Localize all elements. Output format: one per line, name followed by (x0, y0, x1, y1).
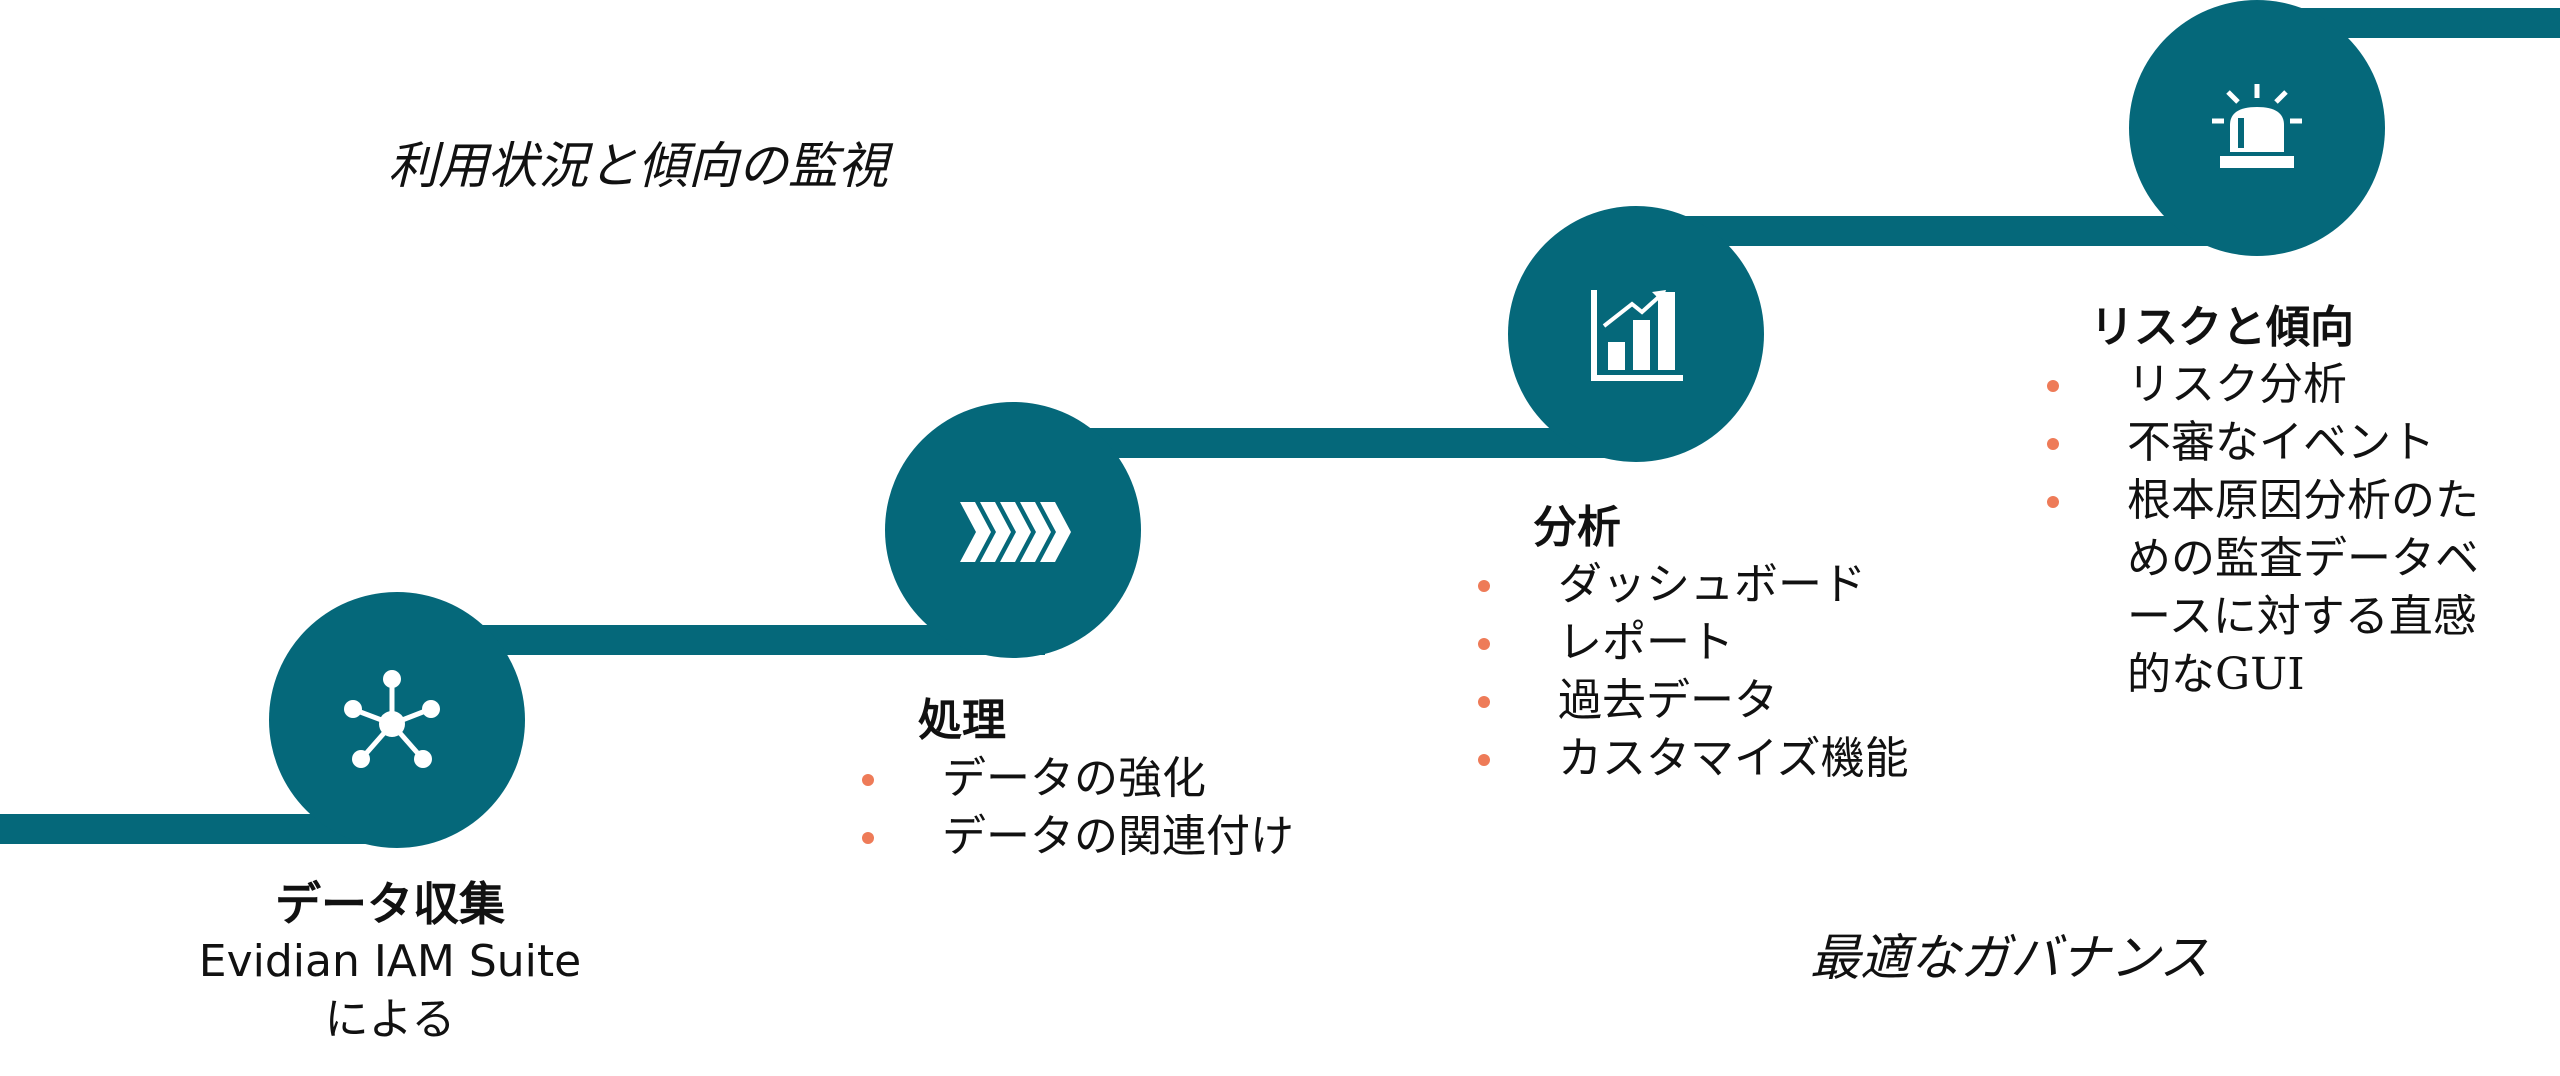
bullet-item: データの関連付け (862, 808, 1294, 866)
bullet-item: 根本原因分析のた (2047, 472, 2479, 530)
bullet-text: レポート (1558, 617, 1734, 668)
monitoring-heading: 利用状況と傾向の監視 (388, 137, 888, 195)
bullet-dot (2047, 496, 2059, 508)
step-2-bullets: データの強化 データの関連付け (862, 750, 1294, 866)
bullet-dot (1478, 638, 1490, 650)
bullet-text: 的なGUI (2127, 649, 2305, 700)
bullet-item-continuation: 的なGUI (2047, 646, 2479, 704)
bullet-text: リスク分析 (2127, 359, 2347, 410)
bullet-text: データの強化 (942, 753, 1206, 804)
step-2-title: 処理 (918, 695, 1006, 746)
bullet-dot (1478, 696, 1490, 708)
bullet-item: リスク分析 (2047, 356, 2479, 414)
step-1-subtitle: Evidian IAM Suite (198, 936, 582, 987)
bullet-item: レポート (1478, 614, 1909, 672)
connector-bar-3 (1010, 428, 1660, 458)
bullet-text: データの関連付け (942, 811, 1294, 862)
bullet-item-continuation: ースに対する直感 (2047, 588, 2479, 646)
step-1-label: データ収集 Evidian IAM Suite による (130, 875, 650, 1049)
bullet-item: データの強化 (862, 750, 1294, 808)
step-circle-2 (885, 402, 1141, 658)
bullet-text: ースに対する直感 (2127, 591, 2477, 642)
step-3-title: 分析 (1533, 502, 1621, 553)
bullet-dot (2047, 380, 2059, 392)
bullet-text: 不審なイベント (2127, 417, 2435, 468)
bullet-dot (862, 832, 874, 844)
bullet-item: 過去データ (1478, 672, 1909, 730)
step-3-bullets: ダッシュボード レポート 過去データ カスタマイズ機能 (1478, 556, 1909, 788)
bullet-dot (1478, 754, 1490, 766)
bullet-text: カスタマイズ機能 (1558, 733, 1909, 784)
bullet-item-continuation: めの監査データベ (2047, 530, 2479, 588)
chevrons-icon (960, 502, 1071, 562)
alarm-siren-icon (2212, 84, 2302, 168)
bullet-item: 不審なイベント (2047, 414, 2479, 472)
bar-chart-growth-icon (1591, 290, 1683, 381)
bullet-item: ダッシュボード (1478, 556, 1909, 614)
bullet-text: ダッシュボード (1558, 559, 1866, 610)
step-4-title: リスクと傾向 (2090, 302, 2354, 353)
bullet-text: 根本原因分析のた (2127, 475, 2479, 526)
governance-heading: 最適なガバナンス (1810, 929, 2209, 987)
bullet-dot (2047, 438, 2059, 450)
network-hub-icon (344, 670, 440, 768)
step-1-title: データ収集 (275, 877, 505, 931)
bullet-dot (862, 774, 874, 786)
bullet-item: カスタマイズ機能 (1478, 730, 1909, 788)
bullet-text: めの監査データベ (2127, 533, 2479, 584)
bullet-text: 過去データ (1558, 675, 1778, 726)
step-4-bullets: リスク分析 不審なイベント 根本原因分析のた めの監査データベ ースに対する直感… (2047, 356, 2479, 704)
bullet-dot (1478, 580, 1490, 592)
step-1-subtitle-2: による (324, 994, 456, 1045)
